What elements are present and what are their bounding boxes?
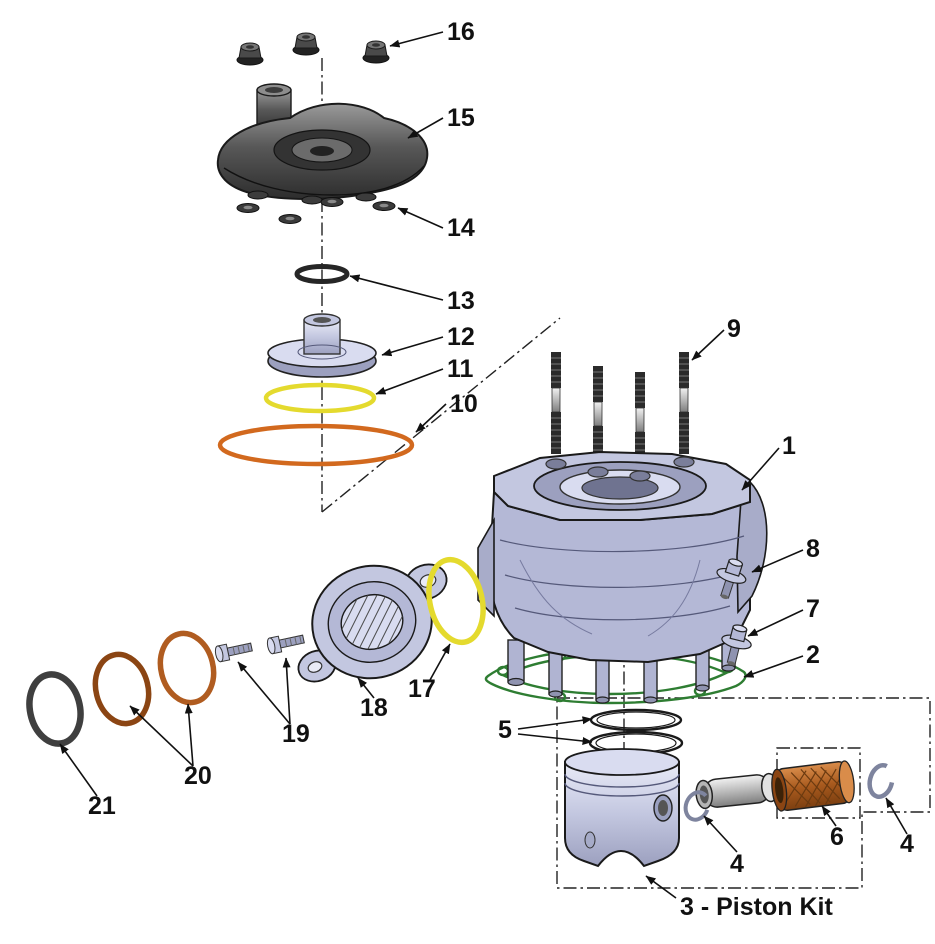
callout-12: 12 — [447, 323, 475, 351]
callout-18: 18 — [360, 694, 388, 722]
callout-5: 5 — [498, 716, 512, 744]
callout-20: 20 — [184, 762, 212, 790]
circlip-4-left — [683, 790, 711, 822]
manifold-bolt-19-left — [213, 638, 254, 663]
callout-16: 16 — [447, 18, 475, 46]
copper-gasket-20-right — [157, 630, 217, 706]
callout-4-right: 4 — [900, 830, 914, 858]
wrist-pin — [695, 772, 779, 810]
callout-8: 8 — [806, 535, 820, 563]
callout-4-left: 4 — [730, 850, 744, 878]
oring-17-yellow — [426, 556, 486, 646]
callout-9: 9 — [727, 315, 741, 343]
callout-14: 14 — [447, 214, 475, 242]
callout-7: 7 — [806, 595, 820, 623]
callout-17: 17 — [408, 675, 436, 703]
callout-19: 19 — [282, 720, 310, 748]
head-to-cylinder-axis-line — [321, 317, 561, 513]
piston-kit-boundary-box — [556, 697, 931, 889]
callout-10: 10 — [450, 390, 478, 418]
callout-6: 6 — [830, 823, 844, 851]
callout-2: 2 — [806, 641, 820, 669]
leader-lines — [59, 31, 908, 899]
intake-manifold-18 — [297, 563, 448, 683]
callout-labels: 16 15 14 13 12 11 10 9 1 8 7 2 5 4 4 6 3… — [88, 18, 914, 921]
piston-rings-5 — [588, 708, 684, 756]
callout-13: 13 — [447, 287, 475, 315]
callout-1: 1 — [782, 432, 796, 460]
callout-21: 21 — [88, 792, 116, 820]
circlip-4-right — [867, 762, 895, 800]
head-nuts-16 — [236, 32, 390, 66]
oring-13 — [294, 264, 350, 284]
callout-3-piston-kit: 3 - Piston Kit — [680, 893, 833, 921]
oring-10-orange — [217, 423, 415, 467]
manifold-bolt-19-right — [265, 630, 306, 655]
callout-11: 11 — [447, 355, 474, 383]
needle-bearing-6 — [771, 760, 855, 812]
cylinder-1 — [477, 450, 768, 704]
cylinder-head-cover-15 — [216, 83, 429, 205]
spigot-12 — [267, 313, 377, 378]
oring-11-yellow — [263, 382, 377, 414]
copper-gasket-20-left — [92, 651, 152, 727]
oring-21-black — [26, 671, 84, 747]
piston-3 — [564, 748, 680, 868]
callout-15: 15 — [447, 104, 475, 132]
